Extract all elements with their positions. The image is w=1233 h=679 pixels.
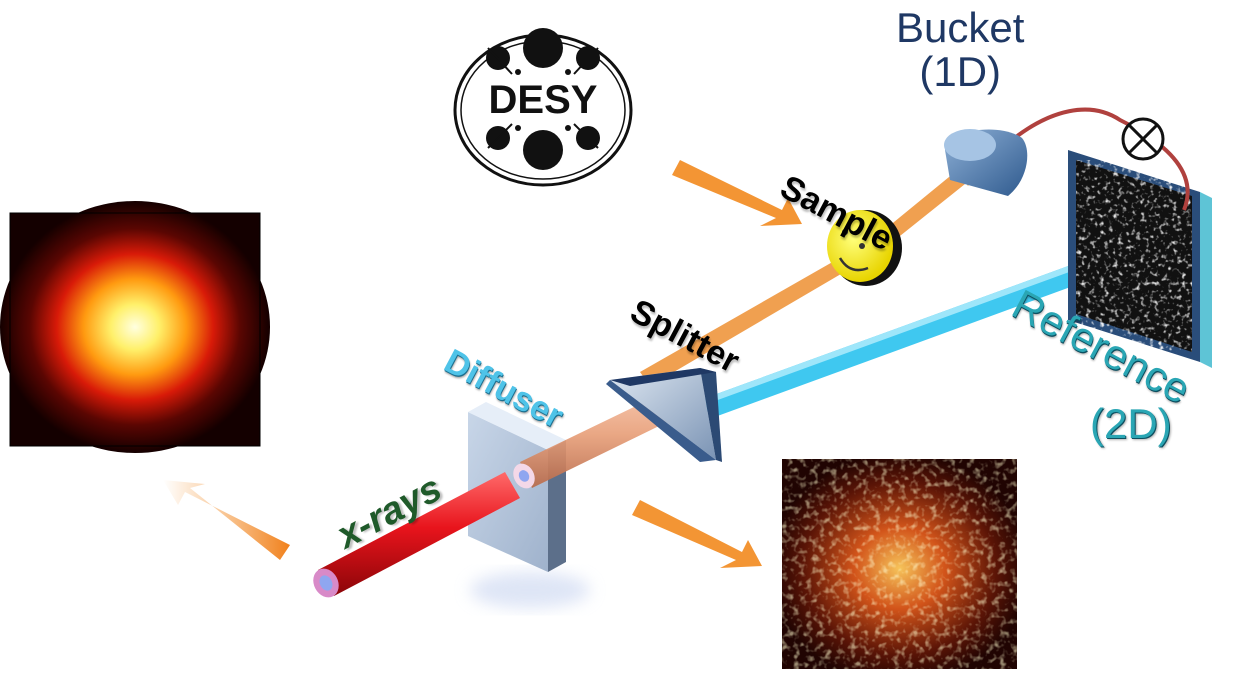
desy-logo-text: DESY bbox=[489, 78, 598, 122]
bucket-label-line1: Bucket bbox=[896, 4, 1025, 51]
bucket-label-line2: (1D) bbox=[919, 48, 1002, 95]
bucket-label: Bucket (1D) bbox=[896, 6, 1024, 94]
beam-splitter-prism bbox=[606, 368, 722, 462]
bucket-detector bbox=[944, 129, 1028, 196]
circled-times-icon bbox=[1121, 117, 1165, 161]
reference-detector-screen bbox=[1068, 150, 1212, 368]
xray-beam bbox=[313, 472, 520, 598]
reference-label-line2: (2D) bbox=[1090, 400, 1172, 447]
correlation-cable bbox=[1010, 107, 1190, 211]
hint-arrow-to-speckle bbox=[632, 500, 762, 568]
hint-arrow-to-gaussian bbox=[163, 480, 290, 560]
desy-logo: DESY bbox=[453, 28, 633, 187]
hint-arrow-to-sample bbox=[672, 160, 802, 226]
gaussian-beam-image bbox=[0, 201, 270, 453]
smiley-icon bbox=[827, 210, 902, 286]
speckle-pattern-image bbox=[782, 459, 1017, 669]
